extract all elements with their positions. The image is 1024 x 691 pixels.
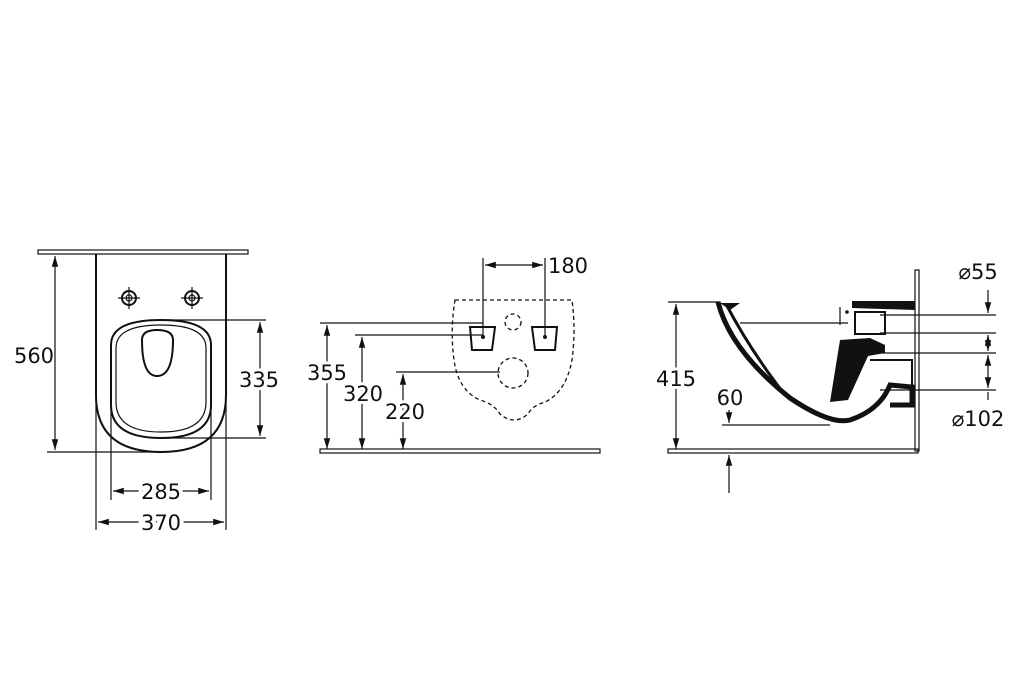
bolt-icon [181, 287, 203, 309]
dim-height: 415 [656, 367, 696, 391]
seat-outer [110, 318, 212, 440]
side-view: 415 60 ⌀55 ⌀102 [653, 260, 1005, 493]
mount-hole-left [468, 326, 497, 351]
dim-inlet-diameter: ⌀55 [958, 260, 997, 284]
floor-line [319, 448, 601, 454]
wall-plate [37, 249, 249, 255]
mount-hole-right [530, 326, 559, 351]
seat-opening [140, 328, 175, 378]
dim-seat-width: 285 [141, 480, 181, 504]
trap-section [830, 338, 885, 402]
wall-line [914, 269, 920, 452]
bowl-section [715, 301, 915, 424]
dim-height: 560 [14, 344, 54, 368]
dim-offset: 60 [717, 386, 744, 410]
outlet-circle [497, 357, 529, 389]
rear-view: 180 355 320 220 [304, 254, 601, 454]
floor-line [667, 448, 919, 454]
seat-inner [115, 324, 207, 433]
dim-height-upper: 355 [307, 361, 347, 385]
flush-inlet [852, 301, 915, 310]
dim-height-middle: 320 [343, 382, 383, 406]
inlet-circle [504, 313, 522, 331]
dim-bolt-spacing: 180 [548, 254, 588, 278]
front-view: 560 335 285 370 [14, 249, 282, 539]
dim-seat-length: 335 [239, 368, 279, 392]
mounting-outline [451, 299, 575, 421]
bolt-icon [118, 287, 140, 309]
dim-width: 370 [141, 511, 181, 535]
dim-height-lower: 220 [385, 400, 425, 424]
dim-outlet-diameter: ⌀102 [952, 407, 1005, 431]
